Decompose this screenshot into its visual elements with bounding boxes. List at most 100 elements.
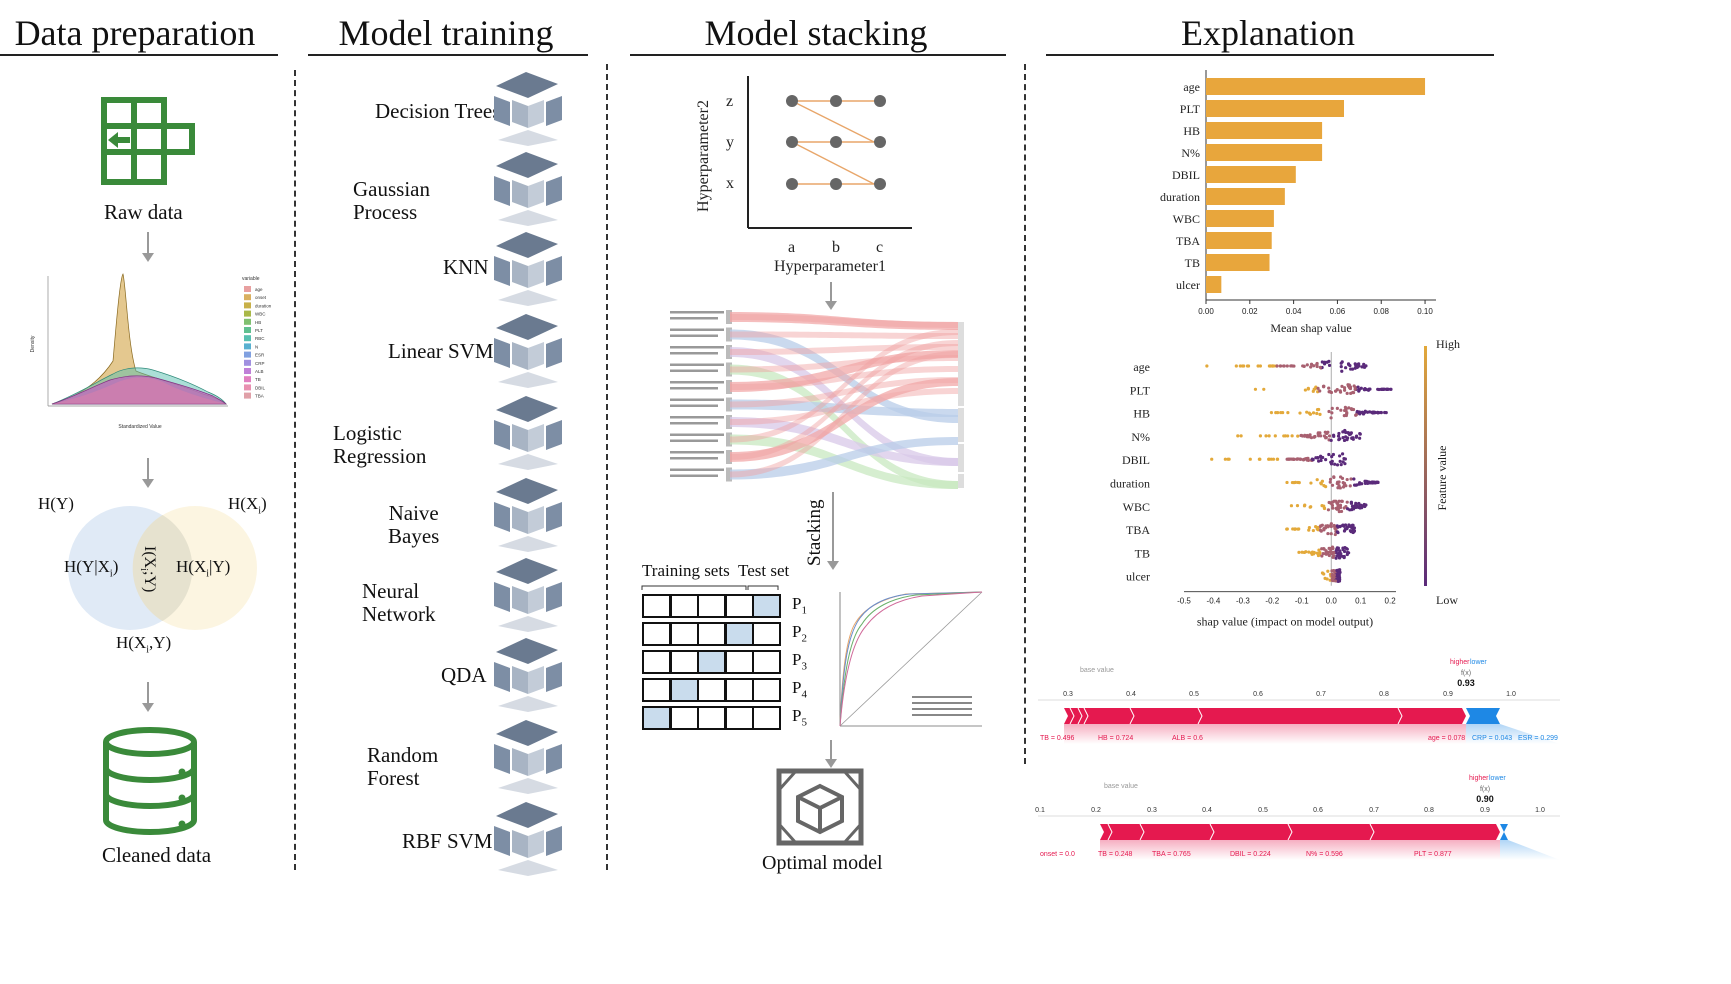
beeswarm-point [1295,504,1300,508]
beeswarm-point [1344,484,1348,488]
test-set-label: Test set [738,561,790,580]
fold-cell [724,594,754,618]
beeswarm-point [1314,525,1318,529]
beeswarm-point [1353,366,1357,370]
beeswarm-point [1308,412,1313,416]
force-tick: 0.5 [1258,807,1268,814]
legend-label: duration [255,303,272,308]
shap-bar [1206,78,1426,95]
beeswarm-point [1327,409,1331,414]
force-feature-label: TB = 0.248 [1098,851,1133,858]
model-cube-icon [494,314,562,388]
fold-label: P4 [792,678,807,701]
beeswarm-xtick: -0.4 [1207,597,1221,606]
beeswarm-point [1308,505,1312,509]
beeswarm-category-label: HB [1133,407,1150,421]
beeswarm-point [1338,503,1343,507]
beeswarm-point [1354,504,1358,509]
beeswarm-point [1347,432,1352,437]
beeswarm-point [1338,454,1342,458]
beeswarm-point [1357,362,1361,366]
beeswarm-point [1330,545,1335,549]
venn-hy-given-x: H(Y|Xi) [64,557,119,580]
fold-cell [669,650,699,674]
sankey-label [670,468,724,471]
beeswarm-point [1327,500,1331,505]
bar-category-label: duration [1160,190,1200,204]
venn-hxi: H(Xi) [228,494,267,517]
beeswarm-point [1321,552,1325,556]
beeswarm-point [1307,528,1311,532]
force-value: 0.90 [1476,794,1494,804]
beeswarm-point [1285,457,1289,461]
beeswarm-point [1354,502,1358,506]
beeswarm-point [1376,411,1380,415]
shap-bar [1206,276,1222,293]
shap-bar [1206,100,1344,117]
fold-cell [752,594,781,618]
beeswarm-point [1264,434,1268,438]
hyperparameter-grid-plot: z y x a b c Hyperparameter1 Hyperparamet… [695,76,912,275]
beeswarm-point [1333,462,1337,466]
beeswarm-category-label: TBA [1126,523,1150,537]
beeswarm-point [1352,477,1356,481]
legend-label: N [255,344,258,349]
beeswarm-point [1331,452,1335,457]
grid-ytick: y [726,134,734,151]
beeswarm-point [1248,457,1252,461]
force-positive-bar [1064,708,1466,724]
beeswarm-xtick: -0.1 [1295,597,1309,606]
force-negative-bar [1466,708,1500,724]
beeswarm-point [1385,387,1389,391]
model-name: Logistic Regression [333,421,427,468]
force-feature-label: DBIL = 0.224 [1230,851,1271,858]
beeswarm-point [1318,412,1322,416]
force-higher: higher [1469,775,1489,782]
training-sets-label: Training sets [642,561,730,580]
beeswarm-point [1335,547,1339,551]
beeswarm-point [1297,527,1301,531]
beeswarm-point [1335,530,1340,534]
beeswarm-point [1349,501,1354,505]
beeswarm-point [1303,388,1307,392]
beeswarm-point [1368,410,1372,414]
sankey-label [670,422,718,425]
beeswarm-point [1326,569,1330,573]
beeswarm-point [1376,480,1380,485]
beeswarm-point [1275,457,1280,461]
fold-cell [642,678,671,702]
beeswarm-point [1351,507,1356,511]
force-tick: 0.6 [1253,691,1263,698]
force-tick: 1.0 [1506,691,1516,698]
force-feature-label: TB = 0.496 [1040,735,1075,742]
header-underline [630,54,1006,56]
beeswarm-point [1337,499,1341,503]
beeswarm-point [1257,457,1261,461]
bar-category-label: DBIL [1172,168,1200,182]
beeswarm-point [1309,436,1314,440]
bar-category-label: TB [1185,256,1200,270]
beeswarm-point [1306,386,1310,391]
beeswarm-point [1373,481,1377,485]
fold-cell [669,622,699,646]
beeswarm-point [1269,410,1274,415]
beeswarm-point [1317,407,1321,412]
beeswarm-point [1318,365,1322,369]
model-stacking-sankey [670,310,964,489]
legend-swatch [244,384,251,391]
legend-swatch [244,318,251,325]
beeswarm-point [1327,359,1331,363]
beeswarm-point [1336,571,1341,575]
fold-cell [724,650,754,674]
beeswarm-point [1360,482,1364,486]
legend-label: CRP [255,361,265,366]
legend-swatch [244,310,251,317]
beeswarm-point [1269,457,1273,461]
beeswarm-point [1339,365,1343,369]
beeswarm-point [1340,476,1345,480]
force-tick: 0.5 [1189,691,1199,698]
header-data-preparation: Data preparation [14,13,256,53]
grid-xtick: c [876,239,883,256]
beeswarm-point [1345,477,1349,482]
beeswarm-point [1341,436,1345,440]
